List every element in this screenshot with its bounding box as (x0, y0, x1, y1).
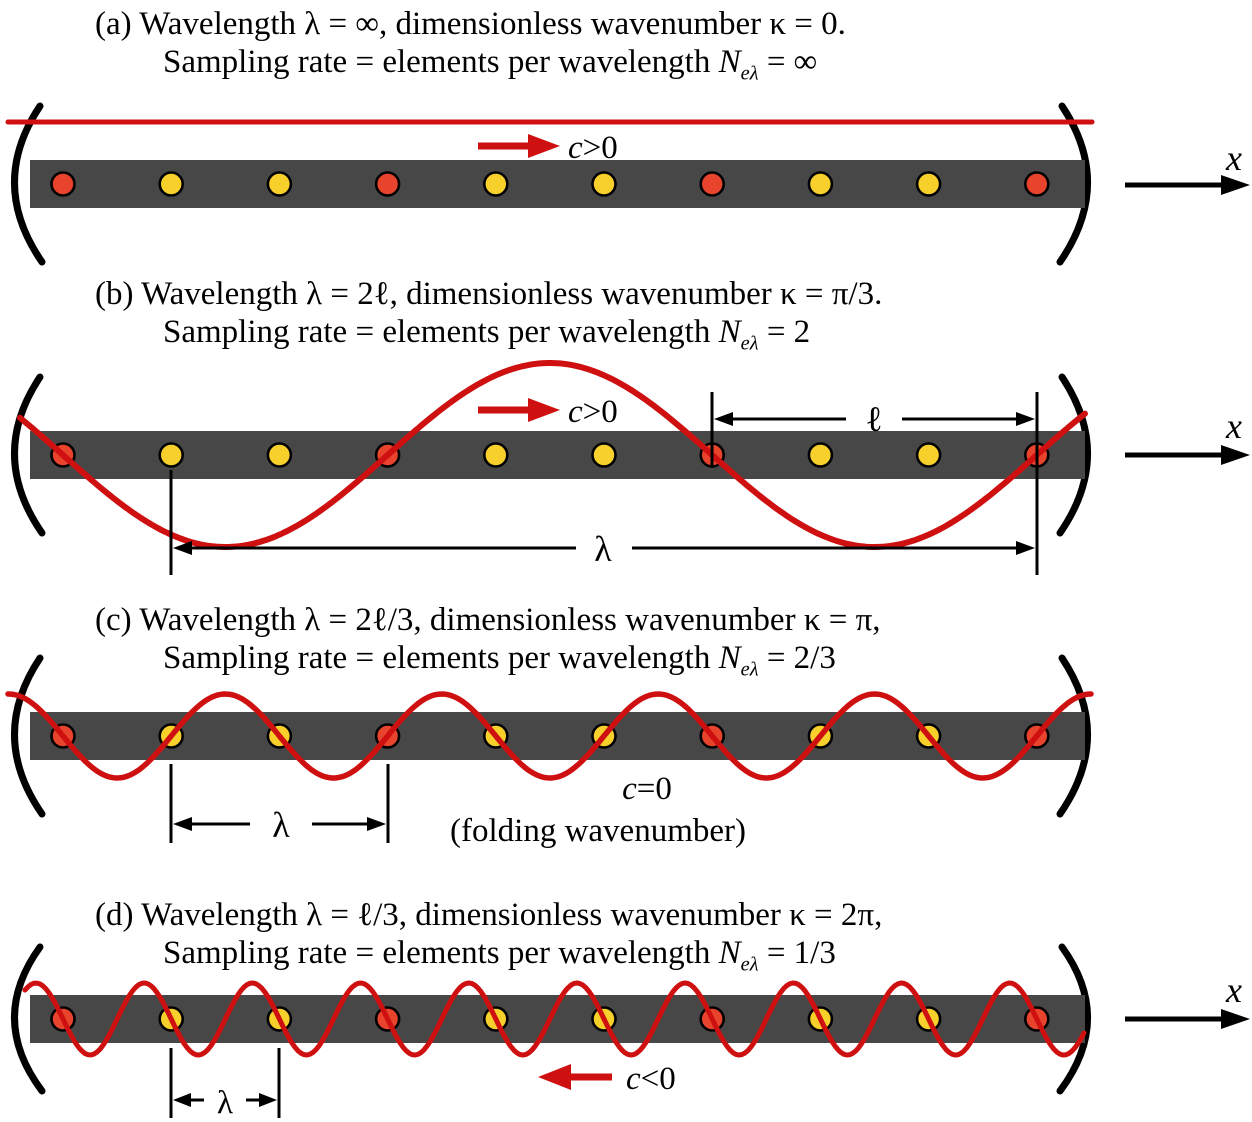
panel-d-caption-line2: Sampling rate = elements per wavelength … (163, 935, 836, 976)
zero-speed-label: c=0 (622, 771, 672, 807)
caption-subscript: eλ (740, 658, 759, 681)
panel-b: c>0 x ℓ λ (11, 360, 1250, 575)
lattice-node (807, 442, 834, 468)
break-mark-right-icon (1056, 373, 1091, 537)
caption-text: Sampling rate = elements per wavelength (163, 935, 719, 971)
lattice-node (591, 171, 617, 197)
speed-label: c>0 (568, 130, 618, 166)
element-length-label: ℓ (865, 399, 882, 439)
lattice-node (1024, 171, 1050, 197)
lattice-node (591, 442, 617, 468)
speed-label: c<0 (626, 1061, 676, 1097)
speed-label: c>0 (568, 394, 618, 430)
wavelength-label: λ (594, 529, 612, 569)
caption-text: Sampling rate = elements per wavelength (163, 314, 719, 350)
dimension-arrow-head-icon (259, 1093, 277, 1107)
panel-c-caption-line2: Sampling rate = elements per wavelength … (163, 640, 836, 681)
caption-text: Sampling rate = elements per wavelength (163, 44, 719, 80)
break-mark-right-icon (1056, 943, 1091, 1095)
x-axis-label: x (1225, 406, 1242, 446)
x-axis-label: x (1225, 138, 1242, 178)
panel-c: λ c=0 (folding wavenumber) (5, 654, 1094, 849)
panel-c-caption-line1: (c) Wavelength λ = 2ℓ/3, dimensionless w… (95, 602, 881, 638)
caption-value: = 1/3 (758, 935, 836, 971)
break-mark-left-icon (11, 102, 46, 266)
break-mark-right-icon (1056, 654, 1091, 818)
caption-value: = ∞ (758, 44, 818, 80)
lattice-node (482, 442, 509, 468)
panel-a-caption-line1: (a) Wavelength λ = ∞, dimensionless wave… (95, 6, 846, 42)
lattice-node (266, 442, 293, 468)
caption-value: = 2/3 (758, 640, 836, 676)
bar (30, 160, 1085, 208)
caption-text: Sampling rate = elements per wavelength (163, 640, 719, 676)
panel-d-caption-line1: (d) Wavelength λ = ℓ/3, dimensionless wa… (95, 897, 883, 933)
break-mark-left-icon (11, 943, 46, 1095)
lattice-node (158, 171, 184, 197)
dimension-arrow-head-icon (173, 817, 192, 831)
wavelength-label: λ (272, 805, 290, 845)
break-mark-left-icon (11, 373, 46, 537)
caption-variable: N (718, 314, 741, 350)
wavelength-dimension: λ (169, 1048, 281, 1121)
lattice-node (50, 171, 76, 197)
x-axis-arrow-head-icon (1221, 1009, 1250, 1029)
break-mark-left-icon (11, 654, 46, 818)
caption-value: = 2 (758, 314, 811, 350)
caption-subscript: eλ (740, 62, 759, 85)
dimension-arrow-head-icon (714, 412, 733, 426)
lattice-node (266, 171, 293, 197)
speed-arrow-head-icon (538, 1064, 571, 1090)
folding-wavenumber-note: (folding wavenumber) (450, 813, 746, 849)
x-axis-label: x (1225, 970, 1242, 1010)
lattice-node (915, 171, 942, 197)
wave-curve (17, 360, 1088, 550)
wavelength-dimension: λ (169, 470, 1035, 575)
dimension-arrow-head-icon (1016, 412, 1035, 426)
lattice-node (482, 171, 509, 197)
dimension-arrow-head-icon (173, 541, 192, 555)
panel-b-caption-line1: (b) Wavelength λ = 2ℓ, dimensionless wav… (95, 276, 883, 312)
lattice-node (915, 442, 942, 468)
dimension-arrow-head-icon (1016, 541, 1035, 555)
caption-variable: N (718, 935, 741, 971)
dimension-arrow-head-icon (367, 817, 386, 831)
lattice-node (374, 171, 401, 197)
dimension-arrow-head-icon (173, 1093, 191, 1107)
wave-curve (22, 980, 1087, 1058)
x-axis-arrow-head-icon (1221, 175, 1250, 195)
lattice-nodes (50, 171, 1050, 197)
caption-variable: N (718, 640, 741, 676)
panel-a: c>0 x (5, 102, 1250, 266)
speed-arrow-head-icon (528, 398, 560, 422)
panel-b-caption-line2: Sampling rate = elements per wavelength … (163, 314, 810, 355)
element-length-dimension: ℓ (710, 392, 1039, 575)
caption-subscript: eλ (740, 332, 759, 355)
lattice-node (699, 171, 726, 197)
speed-arrow-head-icon (528, 134, 560, 158)
panel-d: c<0 x λ (11, 943, 1250, 1121)
x-axis-arrow-head-icon (1221, 445, 1250, 465)
panel-a-caption-line2: Sampling rate = elements per wavelength … (163, 44, 817, 85)
lattice-node (807, 171, 834, 197)
wave-curve (5, 691, 1094, 781)
wavelength-dimension: λ (169, 764, 390, 845)
caption-subscript: eλ (740, 953, 759, 976)
caption-variable: N (718, 44, 741, 80)
wavelength-label: λ (217, 1085, 233, 1121)
bar (30, 712, 1085, 760)
lattice-node (158, 442, 184, 468)
bar (30, 431, 1085, 479)
break-mark-right-icon (1056, 102, 1091, 266)
